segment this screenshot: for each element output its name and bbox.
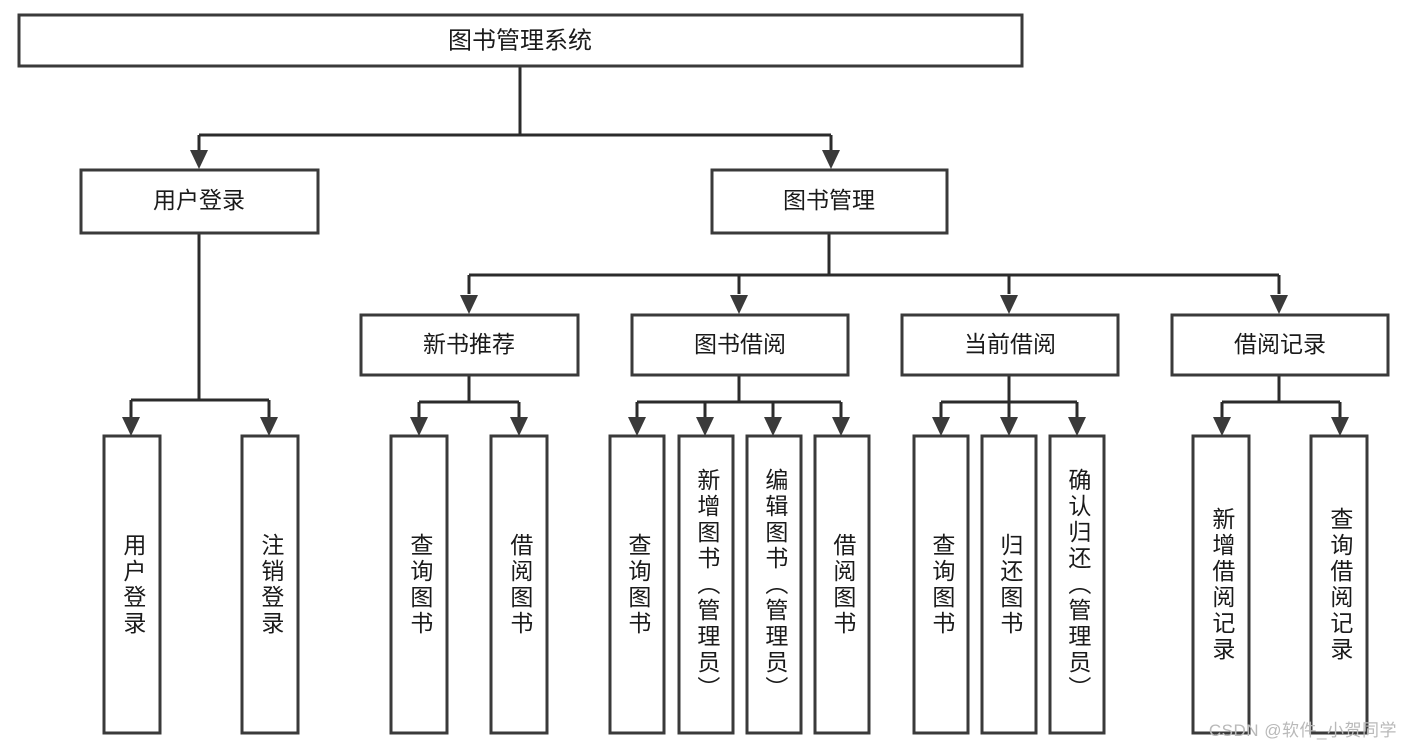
arrow-to-leaf8 [832, 417, 850, 436]
node-leaf12-box[interactable] [1191, 434, 1251, 735]
node-leaf4-box[interactable] [489, 434, 549, 735]
node-current-label: 当前借阅 [964, 331, 1056, 357]
node-leaf2-box[interactable] [240, 434, 300, 735]
arrow-to-current [1000, 295, 1018, 314]
connector-current-bus [939, 376, 1079, 418]
node-leaf9-box[interactable] [912, 434, 970, 735]
node-leaf11-box[interactable] [1048, 434, 1106, 735]
node-records-label: 借阅记录 [1234, 331, 1326, 357]
arrow-to-leaf10 [1000, 417, 1018, 436]
connector-login-bus [129, 234, 271, 418]
connectors-layer [129, 67, 1342, 418]
arrow-to-borrow [730, 295, 748, 314]
arrow-to-leaf4 [510, 417, 528, 436]
watermark-text: CSDN @软件_小贺同学 [1208, 721, 1397, 740]
arrow-to-leaf12 [1213, 417, 1231, 436]
node-leaf6-box[interactable] [677, 434, 735, 735]
node-leaf13-box[interactable] [1309, 434, 1369, 735]
node-records[interactable]: 借阅记录 [1170, 313, 1390, 377]
node-leaf5-box[interactable] [608, 434, 666, 735]
node-current[interactable]: 当前借阅 [900, 313, 1120, 377]
node-root[interactable]: 图书管理系统 [17, 13, 1024, 68]
arrow-to-leaf1 [122, 417, 140, 436]
node-borrow[interactable]: 图书借阅 [630, 313, 850, 377]
node-bookmgmt[interactable]: 图书管理 [710, 168, 949, 235]
node-login[interactable]: 用户登录 [79, 168, 320, 235]
arrow-to-leaf2 [260, 417, 278, 436]
node-root-box[interactable] [17, 13, 1024, 68]
arrow-to-leaf3 [410, 417, 428, 436]
node-leaf8-box[interactable] [813, 434, 871, 735]
arrow-to-leaf7 [764, 417, 782, 436]
arrow-to-newbook [460, 295, 478, 314]
node-root-label: 图书管理系统 [448, 27, 592, 54]
node-borrow-box[interactable] [630, 313, 850, 377]
node-leaf10-box[interactable] [980, 434, 1038, 735]
node-records-box[interactable] [1170, 313, 1390, 377]
node-login-label: 用户登录 [153, 187, 245, 213]
node-leaf3-box[interactable] [389, 434, 449, 735]
arrow-to-leaf6 [696, 417, 714, 436]
connector-newbook-bus [417, 376, 521, 418]
node-newbook[interactable]: 新书推荐 [359, 313, 580, 377]
connector-bookmgmt-bus [467, 234, 1281, 294]
connector-records-bus [1220, 376, 1342, 418]
leaf-boxes-layer [102, 434, 1369, 735]
arrow-to-records [1270, 295, 1288, 314]
node-login-box[interactable] [79, 168, 320, 235]
node-bookmgmt-box[interactable] [710, 168, 949, 235]
node-bookmgmt-label: 图书管理 [783, 187, 875, 213]
node-current-box[interactable] [900, 313, 1120, 377]
arrow-to-leaf13 [1331, 417, 1349, 436]
connector-borrow-bus [635, 376, 843, 418]
connector-root-bus [197, 67, 833, 152]
node-leaf7-box[interactable] [745, 434, 803, 735]
node-newbook-label: 新书推荐 [423, 331, 515, 357]
node-leaf1-box[interactable] [102, 434, 162, 735]
node-borrow-label: 图书借阅 [694, 331, 786, 357]
arrow-to-bookmgmt [822, 150, 840, 169]
arrow-to-leaf5 [628, 417, 646, 436]
arrow-to-leaf11 [1068, 417, 1086, 436]
arrow-to-leaf9 [932, 417, 950, 436]
node-newbook-box[interactable] [359, 313, 580, 377]
arrow-to-login [190, 150, 208, 169]
